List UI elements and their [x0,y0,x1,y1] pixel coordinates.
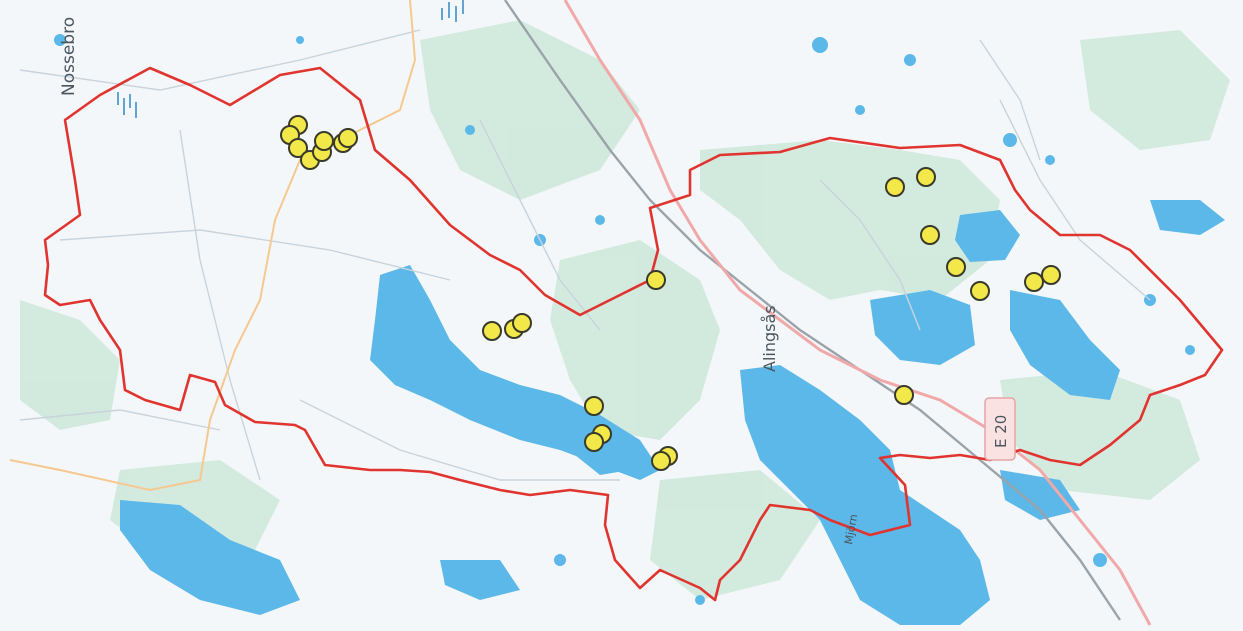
railway [504,0,1121,621]
water-bodies [54,34,1225,625]
location-marker-icon[interactable] [946,257,966,277]
location-marker-icon[interactable] [288,138,308,158]
location-marker-icon[interactable] [1041,265,1061,285]
road-shield-e20: E 20 [984,397,1016,461]
municipality-boundary [43,66,1224,602]
lake-label-mjorn: Mjörn [842,513,860,545]
location-marker-icon[interactable] [338,128,358,148]
location-marker-icon[interactable] [916,167,936,187]
location-marker-icon[interactable] [512,313,532,333]
location-marker-icon[interactable] [482,321,502,341]
road-label-e20: E 20 [992,415,1010,448]
location-marker-icon[interactable] [314,131,334,151]
wetland-symbol-icon [117,92,137,118]
location-marker-icon[interactable] [970,281,990,301]
town-label-alingsas: Alingsås [760,305,779,372]
highway-e20 [563,0,1152,626]
location-marker-icon[interactable] [1024,272,1044,292]
wetland-symbol-icon [441,0,464,22]
location-marker-icon[interactable] [885,177,905,197]
location-marker-icon[interactable] [646,270,666,290]
secondary-road [9,0,417,492]
location-marker-icon[interactable] [651,451,671,471]
location-marker-icon[interactable] [894,385,914,405]
location-marker-icon[interactable] [920,225,940,245]
town-label-nossebro: Nossebro [59,17,79,96]
lake-mjorn [740,365,990,625]
lake-anten [370,265,660,480]
location-markers [280,115,1061,471]
location-marker-icon[interactable] [584,396,604,416]
location-marker-icon[interactable] [584,432,604,452]
minor-roads [19,29,1151,481]
